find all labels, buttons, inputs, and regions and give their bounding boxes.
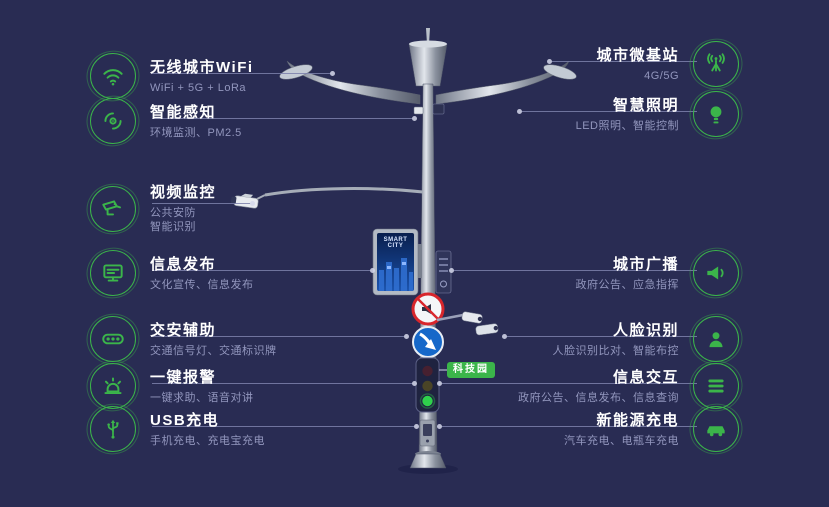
pole-body [418, 83, 438, 455]
alarm-icon [90, 363, 136, 409]
environment-sensor [413, 103, 445, 115]
feature-title: 城市广播 [612, 255, 679, 273]
feature-subtitle: 政府公告、应急指挥 [575, 278, 679, 291]
feature-title: 信息交互 [612, 368, 679, 386]
connector-line [152, 268, 375, 273]
connector-line [437, 424, 697, 429]
connector-line [152, 381, 417, 386]
connector-line [437, 381, 697, 386]
feature-sos-alarm: 一键报警 一键求助、语音对讲 [90, 363, 330, 409]
feature-title: 一键报警 [150, 368, 217, 386]
feature-sensing: 智能感知 环境监测、PM2.5 [90, 98, 330, 144]
feature-title: 城市微基站 [596, 46, 679, 64]
pole-base [398, 451, 458, 474]
feature-city-broadcast: 城市广播 政府公告、应急指挥 [499, 250, 739, 296]
feature-subtitle2: 智能识别 [150, 221, 196, 233]
feature-subtitle: 环境监测、PM2.5 [150, 126, 242, 139]
no-horn-sign [411, 292, 445, 326]
feature-traffic-aid: 交安辅助 交通信号灯、交通标识牌 [90, 316, 330, 362]
feature-info-publish: 信息发布 文化宣传、信息发布 [90, 250, 330, 296]
feature-title: 智能感知 [150, 103, 217, 121]
screen-caption: SMART CITY [383, 237, 408, 249]
connector-line [152, 201, 255, 206]
wifi-icon [90, 53, 136, 99]
feature-subtitle: LED照明、智能控制 [575, 119, 679, 132]
feature-face-recognition: 人脸识别 人脸识别比对、智能布控 [499, 316, 739, 362]
connector-line [152, 116, 417, 121]
dual-cameras [436, 311, 499, 336]
face-icon [693, 316, 739, 362]
feature-info-interaction: 信息交互 政府公告、信息发布、信息查询 [499, 363, 739, 409]
list-icon [693, 363, 739, 409]
feature-micro-base-station: 城市微基站 4G/5G [499, 41, 739, 87]
feature-title: 交安辅助 [150, 321, 217, 339]
feature-subtitle: WiFi + 5G + LoRa [150, 81, 247, 94]
feature-subtitle: 4G/5G [644, 69, 679, 82]
feature-subtitle: 交通信号灯、交通标识牌 [150, 344, 277, 357]
feature-title: 新能源充电 [596, 411, 679, 429]
feature-wifi: 无线城市WiFi WiFi + 5G + LoRa [90, 53, 330, 99]
feature-subtitle: 公共安防 [150, 207, 196, 219]
ev-car-icon [693, 406, 739, 452]
connector-line [517, 109, 697, 114]
connector-line [152, 334, 409, 339]
traffic-signal [415, 357, 447, 413]
connector-line [449, 268, 697, 273]
connector-line [547, 59, 697, 64]
feature-subtitle: 人脸识别比对、智能布控 [552, 344, 679, 357]
feature-subtitle: 汽车充电、电瓶车充电 [564, 434, 679, 447]
feature-subtitle: 一键求助、语音对讲 [150, 391, 254, 404]
speaker-icon [693, 250, 739, 296]
feature-subtitle: 文化宣传、信息发布 [150, 278, 254, 291]
usb-panel [419, 419, 436, 447]
antenna-icon [693, 41, 739, 87]
connector-line [502, 334, 697, 339]
feature-subtitle: 政府公告、信息发布、信息查询 [518, 391, 679, 404]
sensor-icon [90, 98, 136, 144]
feature-title: USB充电 [150, 411, 220, 429]
connector-line [152, 71, 335, 76]
feature-smart-lighting: 智慧照明 LED照明、智能控制 [499, 91, 739, 137]
cctv-camera-icon [90, 185, 136, 232]
feature-title: 视频监控 [150, 184, 217, 201]
pole-top-luminaire [408, 28, 448, 87]
traffic-light-icon [90, 316, 136, 362]
feature-title: 智慧照明 [612, 96, 679, 114]
feature-subtitle: 手机充电、充电宝充电 [150, 434, 265, 447]
feature-title: 无线城市WiFi [150, 58, 254, 76]
feature-title: 信息发布 [150, 255, 217, 273]
feature-title: 人脸识别 [612, 321, 679, 339]
direction-arrow-sign [412, 326, 444, 358]
display-screen-icon [90, 250, 136, 296]
feature-ev-charging: 新能源充电 汽车充电、电瓶车充电 [499, 406, 739, 452]
feature-video-surveillance: 视频监控 公共安防 智能识别 [90, 183, 330, 234]
connector-line [152, 424, 419, 429]
tech-park-tag: 科技园 [447, 362, 495, 378]
usb-icon [90, 406, 136, 452]
feature-usb-charging: USB充电 手机充电、充电宝充电 [90, 406, 330, 452]
bulb-icon [693, 91, 739, 137]
